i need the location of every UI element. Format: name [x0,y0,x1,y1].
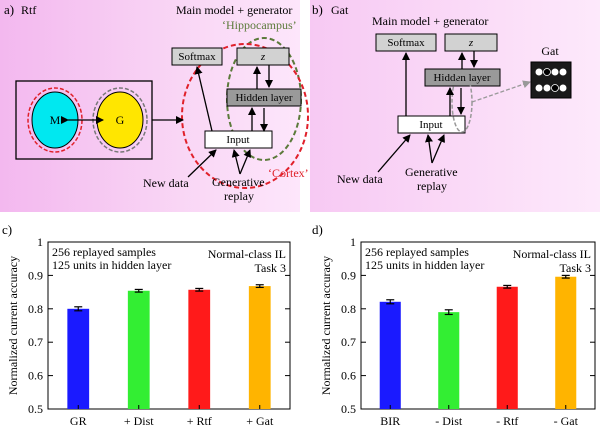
panel-a-generative: Generative [212,175,265,189]
g-label: G [116,113,125,127]
gat-unit [559,68,567,76]
x-tick-label: + Dist [124,414,154,428]
panel-a-letter: a) [4,2,14,17]
y-tick-label: 0.8 [28,302,43,316]
y-axis-label: Normalized current accuracy [6,256,20,395]
panel-a-input-label: Input [226,134,249,146]
y-axis-label: Normalized current accuracy [319,256,333,395]
panel-a-z-box [236,47,290,66]
chart-d: d) Normalized current accuracy 0.5 0.6 0.7 0.… [312,222,596,428]
arrow-replay-b-2 [431,134,445,164]
x-tick-label: + Rtf [187,414,212,428]
gat-unit [543,68,551,76]
x-tick-label: + Gat [246,414,274,428]
gat-unit [535,84,543,92]
panel-b-name: Gat [331,3,349,17]
bar [438,312,460,409]
arrow-replay-a-1 [231,149,241,175]
chart-letter: c) [2,222,12,237]
panel-b: b) Gat Main model + generator Softmax z … [310,0,600,212]
gat-unit [543,84,551,92]
bar [67,308,90,409]
arrow-new-data-a [187,149,217,178]
panel-a-main-title: Main model + generator [176,3,292,17]
annotation-task: Task 3 [560,261,592,275]
y-tick-label: 1 [350,235,356,249]
annotation-hidden-units: 125 units in hidden layer [365,258,484,272]
panel-a-name: Rtf [21,3,36,17]
x-tick-label: BIR [380,414,400,428]
arrow-input-to-softmax-a [194,66,213,132]
chart-c: c) Normalized current accuracy 0.5 0.6 0.7 0.… [2,222,291,428]
y-tick-label: 0.7 [28,335,43,349]
annotation-task: Task 3 [255,261,287,275]
y-tick-label: 0.6 [341,369,356,383]
annotation-setting: Normal-class IL [208,247,286,261]
annotation-samples: 256 replayed samples [365,245,469,259]
y-tick-label: 0.9 [28,268,43,282]
bar [188,289,211,409]
gat-unit [551,84,559,92]
gating-arrow [471,80,531,103]
gat-mask-units [535,68,567,92]
panel-a-softmax-box [171,47,223,66]
panel-b-z-box [444,33,498,52]
panel-b-softmax-label: Softmax [387,37,425,49]
gat-mask-box [530,61,572,99]
panel-a-z-label: z [260,51,266,63]
y-tick-label: 0.7 [341,335,356,349]
panel-b-input-box [397,115,466,134]
annotation-setting: Normal-class IL [513,247,591,261]
m-label: M [50,113,61,127]
bar [555,276,577,409]
bar [127,290,150,409]
panel-a-hidden-layer-box [226,88,302,107]
y-tick-label: 0.9 [341,268,356,282]
y-tick-label: 0.5 [341,402,356,416]
panel-b-new-data: New data [337,172,383,186]
panel-b-z-label: z [468,37,474,49]
x-tick-label: GR [70,414,87,428]
arrow-replay-a-2 [239,149,251,175]
arrow-new-data-b [377,134,411,173]
panel-b-main-title: Main model + generator [372,14,488,28]
x-tick-label: - Gat [554,414,579,428]
annotation-samples: 256 replayed samples [52,245,156,259]
panel-b-hidden-label: Hidden layer [433,72,490,84]
panel-a-input-box [204,130,273,149]
plot-frame [47,241,291,410]
panel-a-new-data: New data [143,176,189,190]
panel-a-cortex-label: ‘Cortex’ [268,166,309,180]
panel-a-hidden-label: Hidden layer [235,92,292,104]
gat-unit [559,84,567,92]
y-tick-label: 0.6 [28,369,43,383]
panel-a: a) Rtf Main model + generator ‘Hippocamp… [0,0,309,212]
plot-frame [360,241,596,410]
bar [496,286,518,409]
gat-unit [535,68,543,76]
x-tick-label: - Rtf [496,414,518,428]
panel-b-generative: Generative [405,165,458,179]
bar [248,286,271,409]
panel-a-softmax-label: Softmax [178,51,216,63]
y-tick-label: 0.8 [341,302,356,316]
panel-a-hippocampus-label: ‘Hippocampus’ [222,18,297,32]
y-tick-label: 1 [37,235,43,249]
chart-letter: d) [312,222,323,237]
panel-a-replay: replay [224,189,254,203]
y-tick-label: 0.5 [28,402,43,416]
x-tick-label: - Dist [435,414,463,428]
panel-b-input-label: Input [419,119,442,131]
panel-b-replay: replay [417,179,447,193]
panel-b-softmax-box [375,33,437,52]
annotation-hidden-units: 125 units in hidden layer [52,258,171,272]
bar [379,301,401,409]
gat-mask-label: Gat [541,44,559,58]
arrow-replay-b-1 [425,134,433,164]
gat-unit [551,68,559,76]
panel-b-letter: b) [312,2,323,17]
